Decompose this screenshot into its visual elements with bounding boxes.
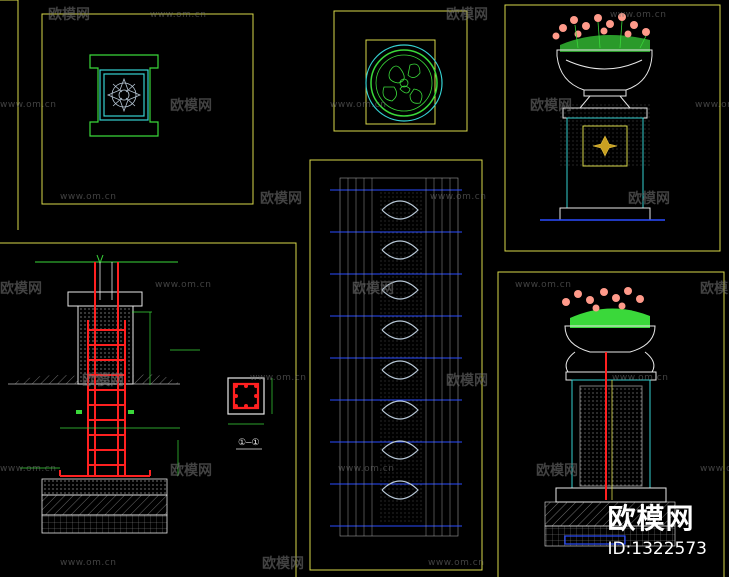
- badge-id: ID:1322573: [607, 539, 707, 559]
- rosette-ornament: [106, 77, 142, 113]
- flowers-b: [562, 287, 650, 328]
- flowers-a: [552, 13, 650, 52]
- pedestal-a: [559, 107, 651, 221]
- site-badge: 欧模网 ID:1322573: [607, 497, 707, 559]
- urn-b: [564, 325, 656, 373]
- relief-ornament-a: [592, 135, 618, 157]
- section-caption: ①–①: [238, 438, 260, 448]
- panel-flowerpot-elevation-a: [504, 4, 721, 252]
- panel-paving-plan: [309, 159, 483, 571]
- pedestal-b: [555, 371, 667, 503]
- urn-a: [556, 49, 653, 109]
- rebar-cage: [59, 262, 151, 477]
- badge-brand: 欧模网: [607, 502, 695, 535]
- sheet-borders: [0, 0, 19, 230]
- panel-column-cross-section: [227, 377, 273, 450]
- panel-foundation-section: [0, 242, 297, 577]
- panel-cap-elevation: [41, 13, 254, 205]
- column-cap-drawing: [89, 54, 159, 137]
- panel-round-plan: [333, 10, 468, 132]
- column-head: [67, 291, 143, 385]
- panel-flowerpot-elevation-b: [497, 271, 725, 577]
